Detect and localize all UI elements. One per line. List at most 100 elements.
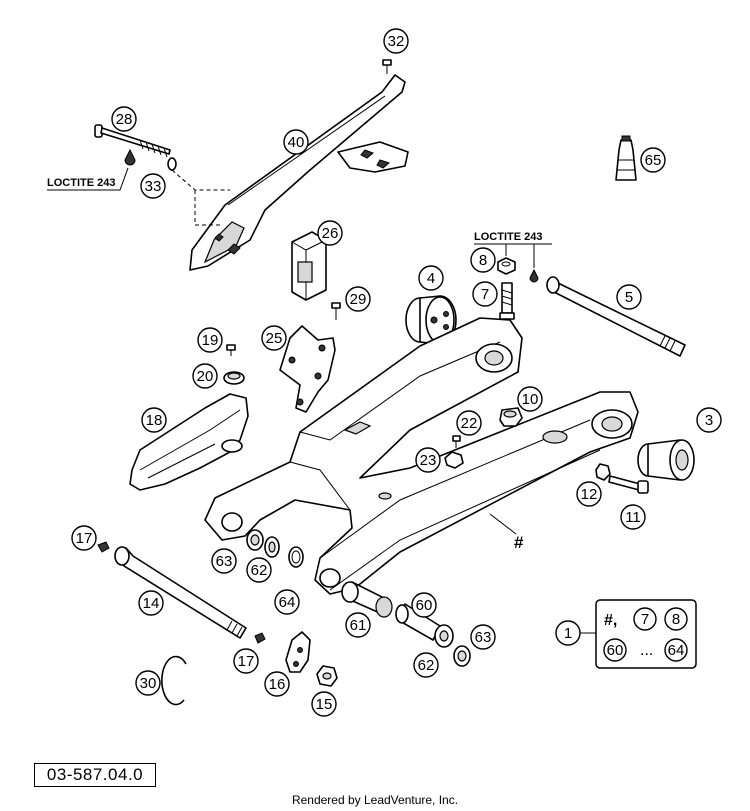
callout-40: 40	[283, 129, 309, 155]
svg-text:63: 63	[475, 629, 492, 646]
callout-19: 19	[197, 327, 223, 353]
part-screw-22	[452, 435, 461, 448]
svg-text:11: 11	[625, 509, 641, 526]
part-grease-nipple-17a	[97, 541, 110, 553]
svg-text:...: ...	[640, 642, 653, 659]
callout-1: 1	[555, 620, 581, 646]
callout-5: 5	[616, 284, 642, 310]
svg-text:60: 60	[416, 597, 433, 614]
part-sleeve-60	[395, 603, 441, 641]
part-roller-4	[405, 295, 457, 345]
svg-text:65: 65	[645, 152, 662, 169]
part-nut-8	[497, 257, 516, 275]
svg-text:8: 8	[479, 252, 487, 269]
svg-text:7: 7	[481, 286, 489, 303]
part-bearing-61	[341, 581, 393, 618]
callout-63b: 63	[470, 624, 496, 650]
callout-11: 11	[620, 504, 646, 530]
loctite-note-left: LOCTITE 243	[47, 167, 129, 191]
callout-8: 8	[470, 247, 496, 273]
svg-text:5: 5	[625, 289, 633, 306]
callout-10: 10	[517, 386, 543, 412]
svg-text:20: 20	[197, 368, 214, 385]
svg-text:40: 40	[288, 134, 305, 151]
svg-text:32: 32	[388, 33, 405, 50]
svg-text:19: 19	[202, 332, 219, 349]
svg-text:LOCTITE 243: LOCTITE 243	[47, 177, 115, 189]
callout-4: 4	[418, 265, 444, 291]
svg-text:61: 61	[350, 617, 367, 634]
loctite-drop-right	[529, 268, 539, 283]
swingarm-hash-label: #	[489, 513, 524, 552]
part-bearing-62a	[264, 536, 280, 558]
part-nut-15	[316, 665, 338, 687]
part-axle-5	[546, 276, 686, 357]
part-washer-64	[288, 546, 304, 568]
svg-text:17: 17	[238, 653, 255, 670]
part-chain-guide-40	[189, 74, 409, 271]
svg-text:63: 63	[216, 553, 233, 570]
rendered-by-footer: Rendered by LeadVenture, Inc.	[291, 793, 459, 807]
callout-16: 16	[264, 671, 290, 697]
kit-contents-box: #, 7 8 60 ... 64	[595, 599, 697, 669]
svg-text:1: 1	[564, 625, 572, 642]
part-grease-nipple-17b	[254, 632, 266, 644]
part-bolt-28	[94, 124, 171, 158]
callout-3: 3	[696, 407, 722, 433]
part-screw-19	[226, 344, 236, 356]
svg-text:3: 3	[705, 412, 713, 429]
callout-23: 23	[415, 447, 441, 473]
callout-28: 28	[111, 106, 137, 132]
callout-20: 20	[192, 363, 218, 389]
part-circlip-30	[161, 655, 187, 706]
part-grease-tube-65	[615, 135, 637, 181]
svg-text:28: 28	[116, 111, 133, 128]
part-bolt-11	[608, 475, 649, 494]
svg-text:23: 23	[420, 452, 437, 469]
svg-text:60: 60	[607, 642, 624, 659]
svg-text:30: 30	[140, 675, 157, 692]
part-bearing-62b	[453, 645, 471, 667]
diagram-code: 03-587.04.0	[34, 763, 156, 787]
part-screw-29	[331, 302, 341, 320]
svg-text:22: 22	[461, 415, 478, 432]
part-seal-63b	[434, 624, 454, 648]
svg-text:64: 64	[279, 594, 296, 611]
callout-65: 65	[640, 147, 666, 173]
part-screw-32	[382, 59, 392, 74]
callout-64: 64	[274, 589, 300, 615]
part-rubber-block-26	[291, 231, 327, 301]
callout-32: 32	[383, 28, 409, 54]
callout-18: 18	[141, 407, 167, 433]
svg-text:33: 33	[145, 178, 162, 195]
callout-17b: 17	[233, 648, 259, 674]
part-chain-adjuster-3	[637, 439, 695, 481]
svg-text:26: 26	[322, 225, 339, 242]
callout-30: 30	[135, 670, 161, 696]
loctite-drop-left	[124, 148, 136, 166]
svg-text:7: 7	[641, 611, 649, 628]
svg-text:8: 8	[672, 611, 680, 628]
part-bushing-10	[499, 407, 523, 427]
part-pivot-shaft-14	[114, 546, 247, 639]
svg-text:LOCTITE 243: LOCTITE 243	[474, 231, 542, 243]
callout-62a: 62	[246, 557, 272, 583]
part-cap-20	[223, 371, 245, 385]
svg-text:15: 15	[316, 696, 333, 713]
part-swingarm-frame	[204, 317, 639, 595]
part-washer-33	[167, 157, 177, 171]
part-bolt-7	[499, 282, 515, 320]
svg-text:18: 18	[146, 412, 163, 429]
svg-text:62: 62	[251, 562, 268, 579]
svg-text:17: 17	[76, 530, 93, 547]
callout-60: 60	[411, 592, 437, 618]
part-bracket-25	[279, 325, 336, 413]
callout-22: 22	[456, 410, 482, 436]
svg-text:4: 4	[427, 270, 435, 287]
callout-62b: 62	[413, 652, 439, 678]
svg-text:29: 29	[350, 291, 367, 308]
callout-15: 15	[311, 691, 337, 717]
svg-text:#: #	[514, 533, 524, 552]
callout-14: 14	[138, 590, 164, 616]
